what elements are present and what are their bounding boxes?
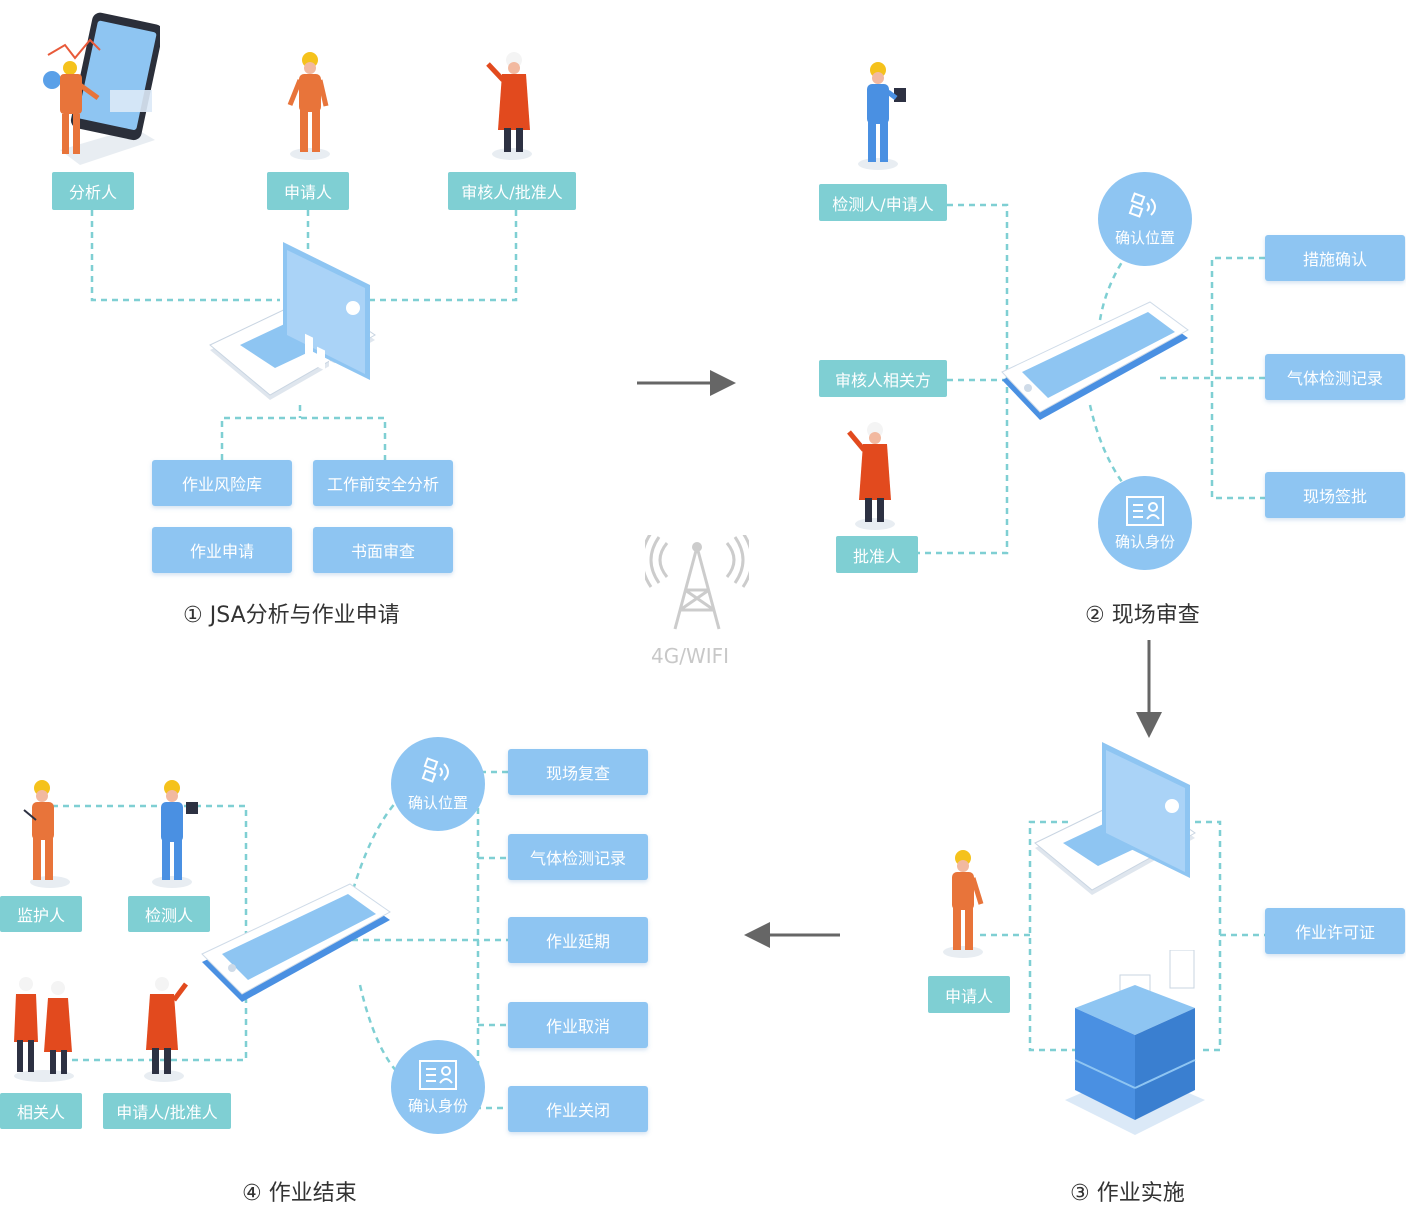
role-tag: 批准人	[836, 536, 918, 573]
related-persons-figure	[14, 977, 74, 1082]
stage2-item-box: 现场签批	[1265, 472, 1405, 518]
stage4-item-box: 作业关闭	[508, 1086, 648, 1132]
smartphone-icon	[201, 883, 391, 1002]
stage3-item-box: 作业许可证	[1265, 908, 1405, 954]
applicant-figure	[287, 52, 330, 160]
stage4-title: ④ 作业结束	[242, 1181, 357, 1206]
applicant-figure	[943, 850, 984, 958]
signal-tower-icon	[645, 535, 749, 630]
role-tag: 申请人	[928, 976, 1010, 1013]
confirm-identity-circle: 确认身份	[1098, 476, 1192, 570]
stage1-item-box: 作业申请	[152, 527, 292, 573]
smartphone-icon	[1001, 301, 1189, 420]
stage4-item-box: 现场复查	[508, 749, 648, 795]
role-tag: 申请人/批准人	[103, 1093, 231, 1129]
approver-figure	[847, 422, 895, 530]
network-label: 4G/WIFI	[651, 644, 730, 668]
stage2-item-box: 气体检测记录	[1265, 354, 1405, 400]
confirm-location-circle: 确认位置	[1098, 172, 1192, 266]
server-box-icon	[1065, 950, 1205, 1135]
confirm-identity-circle: 确认身份	[391, 1040, 485, 1134]
confirm-location-circle: 确认位置	[391, 737, 485, 831]
guardian-figure	[23, 780, 70, 888]
stage4-item-box: 作业延期	[508, 917, 648, 963]
stage1-item-box: 作业风险库	[152, 460, 292, 506]
laptop-icon	[209, 242, 376, 400]
satellite-icon	[421, 757, 449, 783]
stage4-item-box: 气体检测记录	[508, 834, 648, 880]
id-card-icon	[419, 1060, 457, 1090]
stage2-title: ② 现场审查	[1085, 603, 1200, 628]
approver-figure	[144, 977, 188, 1082]
stage1-item-box: 工作前安全分析	[313, 460, 453, 506]
reviewer-figure	[486, 52, 532, 160]
circle-label: 确认身份	[1114, 533, 1175, 551]
role-tag: 检测人/申请人	[819, 184, 947, 221]
stage2-item-box: 措施确认	[1265, 235, 1405, 281]
role-tag: 相关人	[0, 1093, 82, 1129]
analyst-tablet-illustration	[43, 12, 160, 165]
role-tag: 审核人相关方	[819, 360, 947, 397]
role-tag: 申请人	[267, 172, 349, 210]
circle-label: 确认身份	[407, 1097, 468, 1115]
satellite-icon	[1128, 192, 1156, 218]
laptop-icon	[1034, 742, 1196, 895]
circle-label: 确认位置	[407, 794, 468, 812]
stage1-item-box: 书面审查	[313, 527, 453, 573]
id-card-icon	[1126, 496, 1164, 526]
role-tag: 分析人	[52, 172, 134, 210]
stage4-item-box: 作业取消	[508, 1002, 648, 1048]
stage3-title: ③ 作业实施	[1070, 1181, 1185, 1206]
role-tag: 检测人	[128, 896, 210, 932]
circle-label: 确认位置	[1114, 229, 1175, 247]
inspector-figure	[858, 62, 906, 170]
stage1-title: ① JSA分析与作业申请	[183, 603, 400, 628]
inspector-figure	[152, 780, 198, 888]
role-tag: 监护人	[0, 896, 82, 932]
role-tag: 审核人/批准人	[448, 172, 576, 210]
